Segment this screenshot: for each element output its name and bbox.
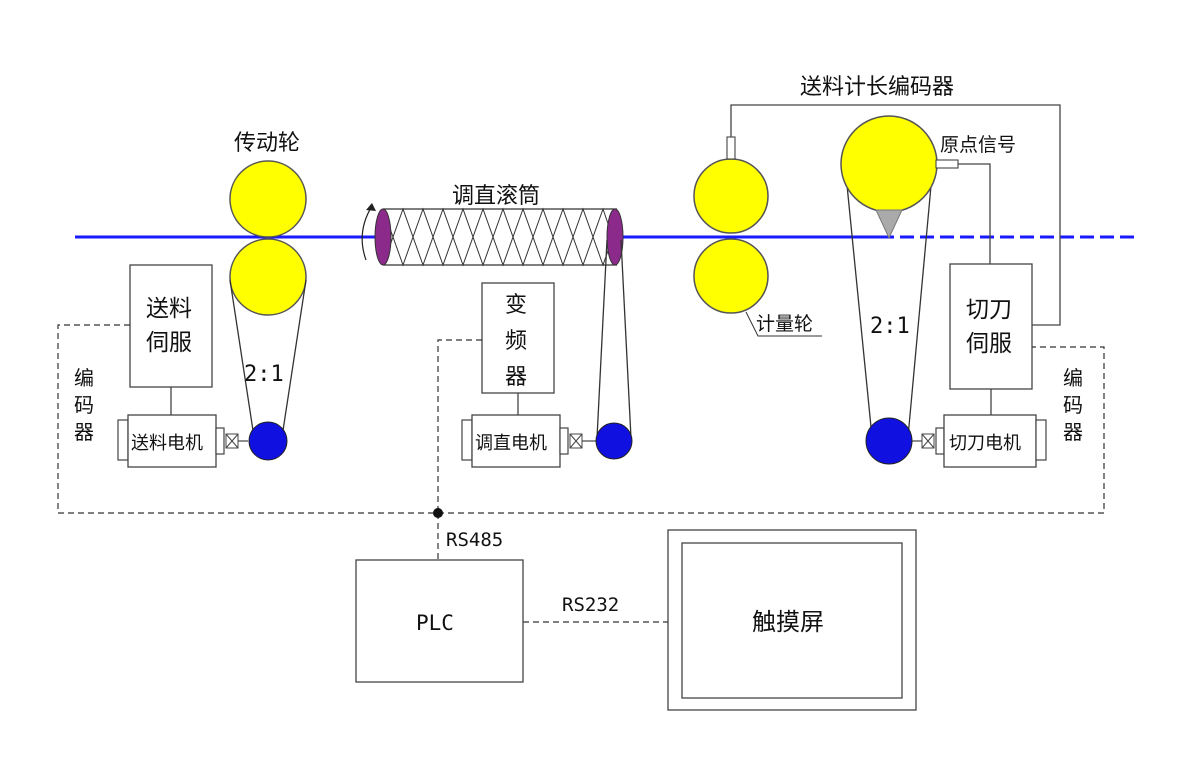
cutter-wheel [840,115,938,213]
vfd-label-3: 器 [505,365,527,390]
feed-motor [117,414,248,468]
encoder-right-1: 编 [1063,366,1083,390]
rs232-label: RS232 [562,594,619,616]
meter-wheel-bottom [693,238,769,314]
meter-wheel-top [693,158,769,234]
straighten-motor [461,414,596,468]
ratio-left-label: 2:1 [244,362,284,387]
vfd-label-1: 变 [505,293,527,318]
drive-wheel-label: 传动轮 [234,131,300,156]
feed-motor-pulley [248,421,288,461]
ratio-right-label: 2:1 [870,314,910,339]
vfd-label-2: 频 [505,329,527,354]
drum-right-end [606,208,624,266]
touchscreen-label: 触摸屏 [752,608,824,636]
cutter-blade [875,209,903,240]
drive-wheel-top [229,160,307,238]
encoder-left-2: 码 [74,393,94,417]
cutter-servo-label-1: 切刀 [966,297,1012,323]
encoder-right-2: 码 [1063,393,1083,417]
rs485-label: RS485 [446,529,503,551]
feed-servo-label-1: 送料 [146,296,192,322]
straighten-drum [361,203,632,439]
straighten-motor-label: 调直电机 [475,433,547,454]
feed-motor-label: 送料电机 [131,433,203,454]
plc-label: PLC [416,611,454,635]
vfd-box [481,282,555,394]
drive-wheel-bottom [229,238,307,316]
drive-wheel-group [229,160,307,438]
encoder-left-3: 器 [74,420,94,444]
feed-encoder-label: 送料计长编码器 [800,75,954,100]
encoder-right-3: 器 [1063,420,1083,444]
comm-bus [57,324,1105,623]
cutter-servo-label-2: 伺服 [966,331,1012,357]
touchscreen-inner [681,542,903,699]
cutter-motor [910,414,1047,468]
feed-servo-box [129,264,213,388]
straighten-drum-label: 调直滚筒 [452,184,540,209]
bus-junction [433,508,443,518]
origin-signal-label: 原点信号 [940,134,1016,156]
cutter-servo-box [949,263,1033,390]
feed-servo-label-2: 伺服 [146,330,192,356]
encoder-left-1: 编 [74,366,94,390]
cutter-motor-pulley [865,417,913,465]
meter-wheel-label: 计量轮 [756,313,813,335]
straighten-motor-pulley [595,422,633,460]
plc-box [355,559,524,683]
cutter-motor-label: 切刀电机 [949,433,1021,454]
drum-left-end [374,208,392,266]
